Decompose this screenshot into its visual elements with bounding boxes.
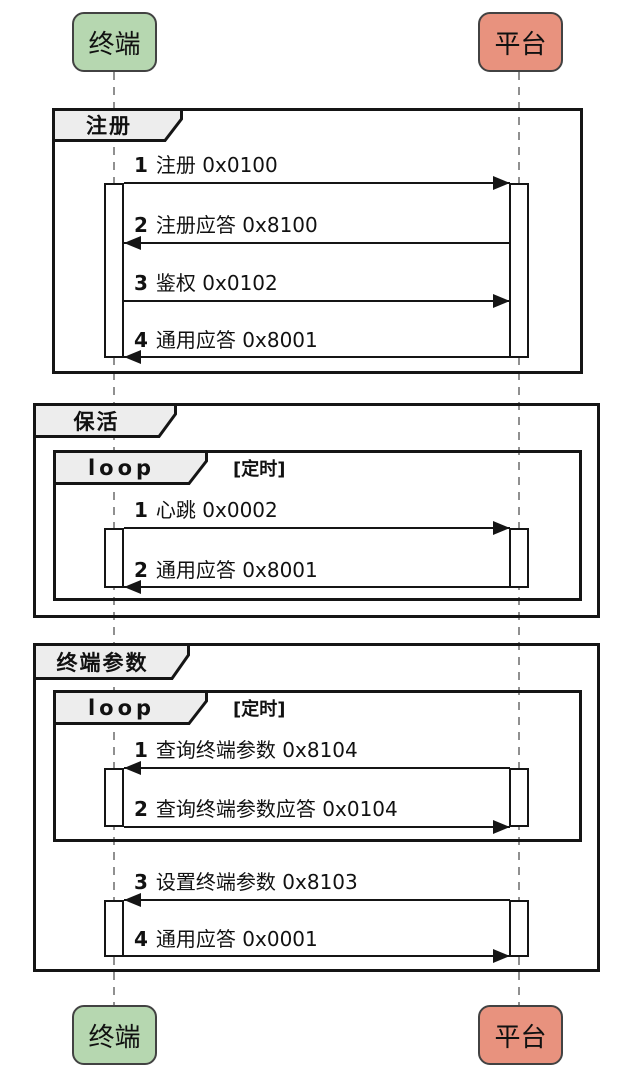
frame-keepalive-tab: [33, 403, 177, 438]
message-line: [124, 527, 510, 529]
loop-operator: loop: [87, 455, 156, 480]
activation-terminal-query: [104, 768, 124, 827]
arrow-left-icon: [124, 893, 141, 907]
arrow-right-icon: [493, 521, 510, 535]
frame-keepalive: [33, 403, 600, 618]
message-line: [124, 182, 510, 184]
message-seq: 2: [134, 797, 148, 821]
frame-parameters: [33, 643, 600, 972]
message-seq: 1: [134, 153, 148, 177]
message-text: 设置终端参数 0x8103: [155, 870, 358, 894]
arrow-right-icon: [493, 949, 510, 963]
activation-terminal-set: [104, 900, 124, 957]
message-line: [124, 356, 510, 358]
arrow-right-icon: [493, 820, 510, 834]
message-line: [124, 899, 510, 901]
message-text: 通用应答 0x0001: [155, 927, 318, 951]
message-line: [124, 955, 510, 957]
frame-register: [52, 108, 583, 374]
message-label: 3 设置终端参数 0x8103: [134, 871, 358, 893]
participant-terminal-label: 终端: [88, 1022, 141, 1053]
loop-guard: [定时]: [233, 458, 286, 480]
message-label: 2 查询终端参数应答 0x0104: [134, 798, 398, 820]
arrow-left-icon: [124, 580, 141, 594]
participant-platform-top: 平台: [478, 12, 563, 72]
message-text: 通用应答 0x8001: [155, 558, 318, 582]
loop-parameters-tab: [53, 690, 208, 725]
loop-keepalive-tab: [53, 450, 208, 485]
participant-terminal-bottom: 终端: [72, 1005, 157, 1065]
message-seq: 3: [134, 870, 148, 894]
message-text: 鉴权 0x0102: [155, 271, 278, 295]
activation-platform-set: [509, 900, 529, 957]
frame-parameters-tab: [33, 643, 190, 680]
participant-platform-bottom: 平台: [478, 1005, 563, 1065]
message-text: 注册 0x0100: [155, 153, 278, 177]
frame-keepalive-title: 保活: [73, 409, 120, 434]
loop-operator: loop: [87, 695, 156, 720]
message-text: 心跳 0x0002: [155, 498, 278, 522]
message-label: 3 鉴权 0x0102: [134, 272, 278, 294]
arrow-left-icon: [124, 761, 141, 775]
loop-fragment-keepalive: [53, 450, 582, 601]
message-label: 4 通用应答 0x8001: [134, 329, 318, 351]
loop-fragment-parameters: [53, 690, 582, 842]
activation-platform-register: [509, 183, 529, 358]
message-label: 1 心跳 0x0002: [134, 499, 278, 521]
participant-terminal-top: 终端: [72, 12, 157, 72]
message-line: [124, 242, 510, 244]
arrow-left-icon: [124, 350, 141, 364]
message-text: 注册应答 0x8100: [155, 213, 318, 237]
activation-platform-keepalive: [509, 528, 529, 588]
activation-platform-query: [509, 768, 529, 827]
message-text: 通用应答 0x8001: [155, 328, 318, 352]
activation-terminal-keepalive: [104, 528, 124, 588]
message-line: [124, 767, 510, 769]
arrow-right-icon: [493, 294, 510, 308]
message-seq: 1: [134, 498, 148, 522]
participant-platform-label: 平台: [494, 1022, 547, 1053]
message-line: [124, 300, 510, 302]
message-label: 4 通用应答 0x0001: [134, 928, 318, 950]
message-seq: 2: [134, 213, 148, 237]
frame-register-title: 注册: [86, 114, 132, 138]
frame-register-tab: [52, 108, 183, 142]
message-seq: 2: [134, 558, 148, 582]
message-label: 2 注册应答 0x8100: [134, 214, 318, 236]
message-label: 1 查询终端参数 0x8104: [134, 739, 358, 761]
message-seq: 3: [134, 271, 148, 295]
message-text: 查询终端参数应答 0x0104: [155, 797, 398, 821]
activation-terminal-register: [104, 183, 124, 358]
arrow-left-icon: [124, 236, 141, 250]
message-seq: 1: [134, 738, 148, 762]
loop-guard: [定时]: [233, 698, 286, 720]
participant-terminal-label: 终端: [88, 29, 141, 60]
arrow-right-icon: [493, 176, 510, 190]
participant-platform-label: 平台: [494, 29, 547, 60]
message-seq: 4: [134, 927, 148, 951]
message-label: 1 注册 0x0100: [134, 154, 278, 176]
message-line: [124, 826, 510, 828]
message-label: 2 通用应答 0x8001: [134, 559, 318, 581]
frame-parameters-title: 终端参数: [56, 650, 149, 675]
message-seq: 4: [134, 328, 148, 352]
message-line: [124, 586, 510, 588]
message-text: 查询终端参数 0x8104: [155, 738, 358, 762]
